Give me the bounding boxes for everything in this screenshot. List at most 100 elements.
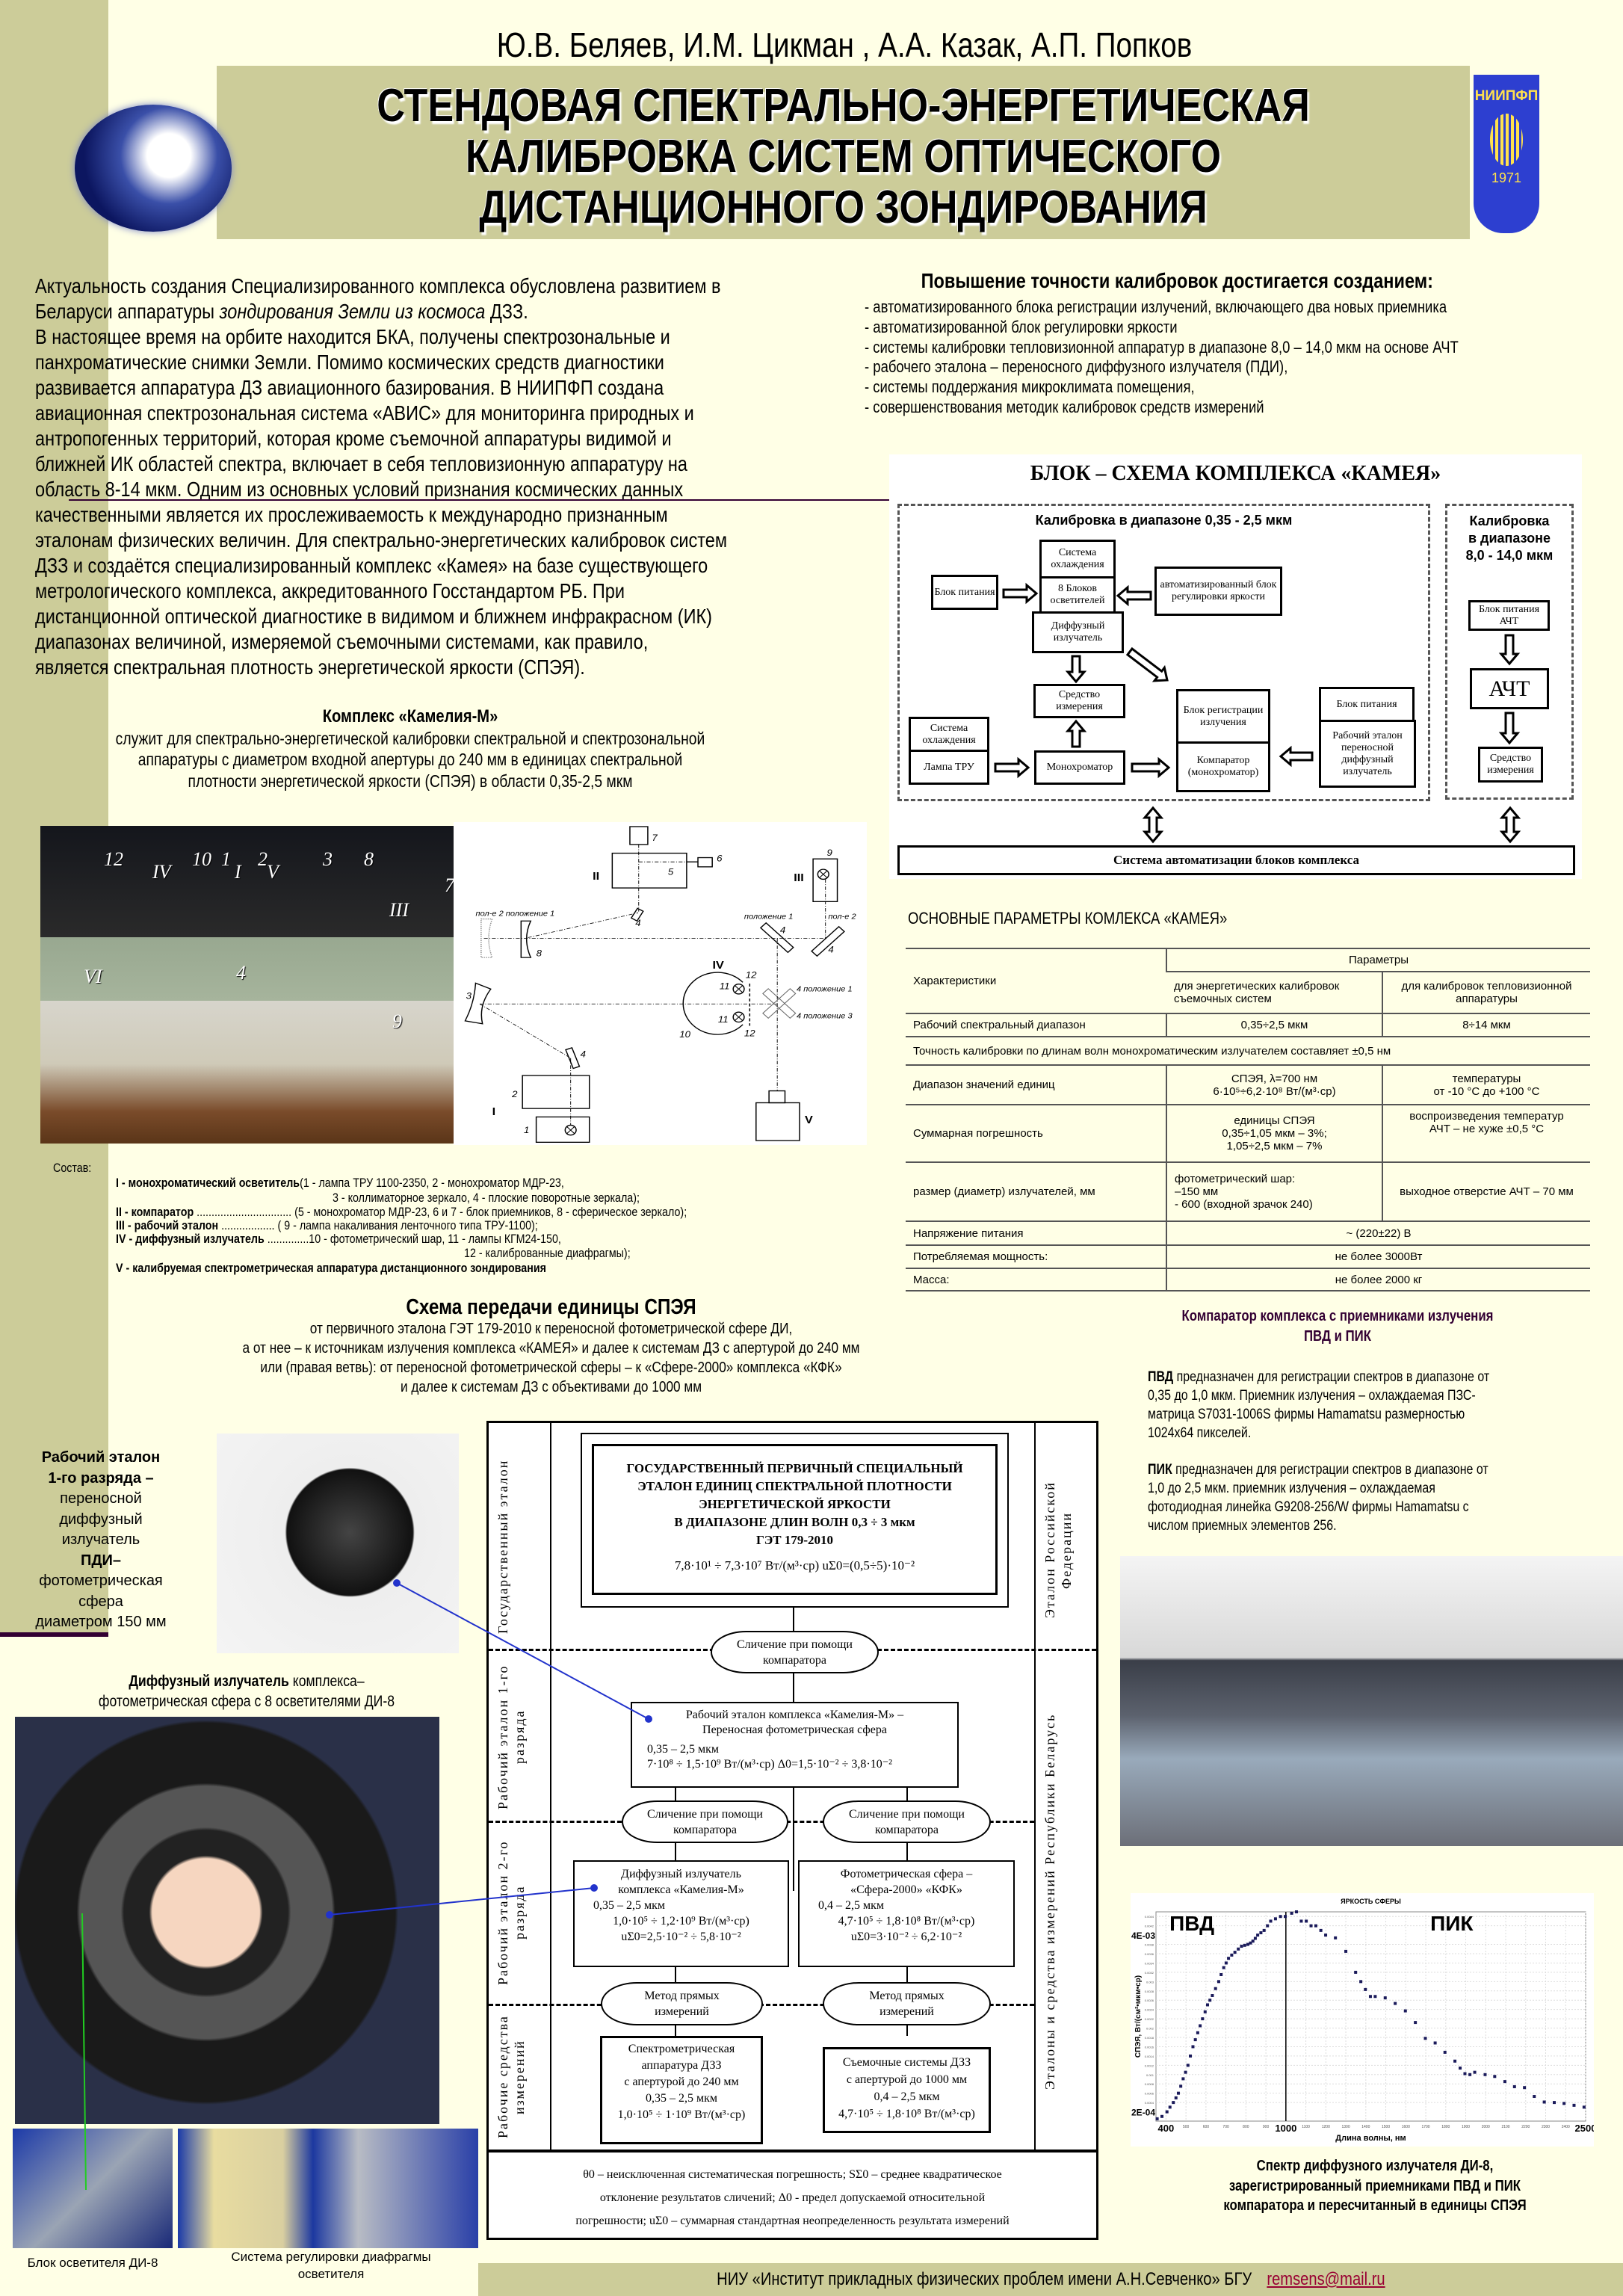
y-tick-label: 0.0032 (1145, 1971, 1154, 1975)
line: сфера (78, 1593, 123, 1610)
transfer-line: от первичного эталона ГЭТ 179-2010 к пер… (309, 1320, 793, 1337)
cell-line: воспроизведения температур (1409, 1110, 1564, 1123)
line: матрица S7031-1006S фирмы Hamamatsu разм… (1148, 1407, 1465, 1422)
data-point-pvd (1249, 1941, 1252, 1945)
photo-label: V (267, 861, 279, 883)
data-point-pik (1443, 2050, 1447, 2054)
scheme-label: 4 (635, 918, 640, 928)
line: переносной (60, 1490, 142, 1507)
line: Переносная фотометрическая сфера (702, 1723, 887, 1736)
data-point-pik (1344, 1949, 1348, 1953)
intro-line: является спектральная плотность энергети… (35, 655, 585, 679)
comparison-node: Сличение при помощи компаратора (823, 1800, 991, 1843)
composition-item: III - рабочий эталон .................. … (116, 1218, 538, 1232)
item-text: (1 - лампа ТРУ 1100-2350, 2 - монохромат… (300, 1176, 564, 1190)
scheme-label: 10 (679, 1030, 690, 1040)
caption-line: фотометрическая сфера с 8 осветителями Д… (98, 1693, 395, 1710)
org-name: НИУ «Институт прикладных физических проб… (716, 2269, 1252, 2289)
data-point-pvd (1186, 2064, 1190, 2067)
caption-line: Диффузный излучатель комплекса– (64, 1671, 428, 1691)
transfer-line: и далее к системам ДЗ с объективами до 1… (400, 1378, 702, 1395)
box-measurement: Средство измерения (1478, 747, 1543, 783)
caption-line: Спектр диффузного излучателя ДИ-8, (1256, 2158, 1494, 2174)
data-point-pik (1364, 1987, 1367, 1991)
photo-label: III (389, 899, 409, 921)
text: ДЗЗ. (485, 300, 528, 323)
goal-item: - автоматизированной блок регулировки яр… (865, 317, 1178, 336)
box-automation: Система автоматизации блоков комплекса (897, 845, 1575, 875)
email-link[interactable]: remsens@mail.ru (1266, 2269, 1385, 2289)
text: предназначен для регистрации спектров в … (1172, 1462, 1488, 1478)
cell: Точность калибровки по длинам волн монох… (906, 1036, 1590, 1066)
scheme-label: III (794, 872, 804, 884)
cell-line: СПЭЯ, λ=700 нм (1231, 1072, 1318, 1085)
range-group-vis (897, 504, 1430, 801)
data-point-pvd (1217, 1980, 1220, 1984)
line: Съемочные системы ДЗЗ (842, 2056, 971, 2069)
data-point-pvd (1201, 2017, 1205, 2021)
item-title: V - калибруемая спектрометрическая аппар… (116, 1261, 546, 1275)
line: фотометрическая (39, 1573, 163, 1589)
goal-item: - системы калибровки тепловизионной аппа… (865, 337, 1459, 357)
data-point-pik (1295, 1910, 1299, 1913)
scheme-label: II (593, 871, 599, 883)
data-point-pvd (1199, 2024, 1202, 2028)
double-arrow-icon (1499, 806, 1521, 844)
caption-line: зарегистрированный приемниками ПВД и ПИК (1228, 2177, 1521, 2194)
di8-sphere-photo (15, 1717, 439, 2124)
divider (0, 1632, 108, 1637)
line: диффузный (59, 1510, 143, 1528)
title-band (217, 66, 1470, 239)
caption-bold: Диффузный излучатель (129, 1673, 289, 1690)
cell-line: фотометрический шар: (1175, 1173, 1296, 1185)
transfer-diagram: Государственный эталон Рабочий эталон 1-… (486, 1421, 1098, 2240)
scheme-label: I (492, 1106, 496, 1118)
cell-line: 6·10⁵÷6,2·10⁸ Вт/(м³·ср) (1213, 1084, 1336, 1098)
x-tick-label: 2300 (1542, 2125, 1550, 2129)
line: числом приемных элементов 256. (1148, 1518, 1337, 1534)
data-point-pik (1314, 1924, 1317, 1928)
intro-line: развивается аппаратура ДЗ авиационного б… (35, 376, 664, 399)
chart-title: ЯРКОСТЬ СФЕРЫ (1341, 1898, 1401, 1905)
data-point-pik (1459, 2067, 1462, 2070)
comparator-heading: Компаратор комплекса с приемниками излуч… (1106, 1306, 1569, 1347)
line: 1,0·10⁵ ÷ 1,2·10⁹ Вт/(м³·ср) (613, 1915, 749, 1928)
data-point-pvd (1211, 1994, 1214, 1997)
group-heading: Калибровка в диапазоне 8,0 - 14,0 мкм (1445, 513, 1574, 564)
table-row: Рабочий спектральный диапазон 0,35÷2,5 м… (906, 1013, 1590, 1037)
x-tick-label: 2200 (1521, 2125, 1530, 2129)
line: 0,35 до 1,0 мкм. Приемник излучения – ох… (1148, 1388, 1476, 1404)
line: комплекса «Камелия-М» (618, 1883, 744, 1896)
photo-caption: Система регулировки диафрагмы осветителя (178, 2248, 484, 2283)
y-tick-label: 0.0006 (1145, 2092, 1154, 2096)
y-tick-label: 4E-03 (1131, 1931, 1155, 1941)
x-tick-label: 1500 (1382, 2125, 1390, 2129)
line: 0,35 – 2,5 мкм (645, 2092, 718, 2105)
scheme-label: V (805, 1114, 814, 1126)
photo-label: 7 (445, 874, 454, 896)
intro-line: В настоящее время на орбите находится БК… (35, 325, 670, 348)
data-point-pvd (1181, 2077, 1185, 2081)
photo-label: IV (152, 861, 171, 883)
box-brightness: автоматизированный блок регулировки ярко… (1154, 567, 1282, 616)
scheme-label: IV (713, 960, 725, 972)
illuminator-block-photo (13, 2129, 173, 2248)
cell-line: 0,35÷1,05 мкм – 3%; (1222, 1127, 1327, 1140)
data-point-pvd (1266, 1924, 1270, 1928)
data-point-pik (1433, 2041, 1437, 2045)
y-tick-label: 0.0042 (1145, 1925, 1154, 1928)
item-text: ..............10 - фотометрический шар, … (264, 1232, 561, 1246)
line: 1,0 до 2,5 мкм. приемник излучения – охл… (1148, 1481, 1435, 1496)
legend-line: погрешности; uΣ0 – суммарная стандартная… (575, 2215, 1010, 2227)
method-node: Метод прямых измерений (823, 1982, 991, 2025)
scheme-label: 4 (780, 925, 785, 935)
scheme-label: 3 (466, 991, 472, 1001)
data-point-pik (1523, 2086, 1527, 2090)
composition-item: 12 - калиброванные диафрагмы); (464, 1246, 631, 1260)
cell: не более 3000Вт (1166, 1244, 1590, 1269)
data-point-pvd (1189, 2054, 1192, 2058)
data-point-pik (1334, 1936, 1338, 1939)
scheme-label: 1 (524, 1126, 529, 1135)
